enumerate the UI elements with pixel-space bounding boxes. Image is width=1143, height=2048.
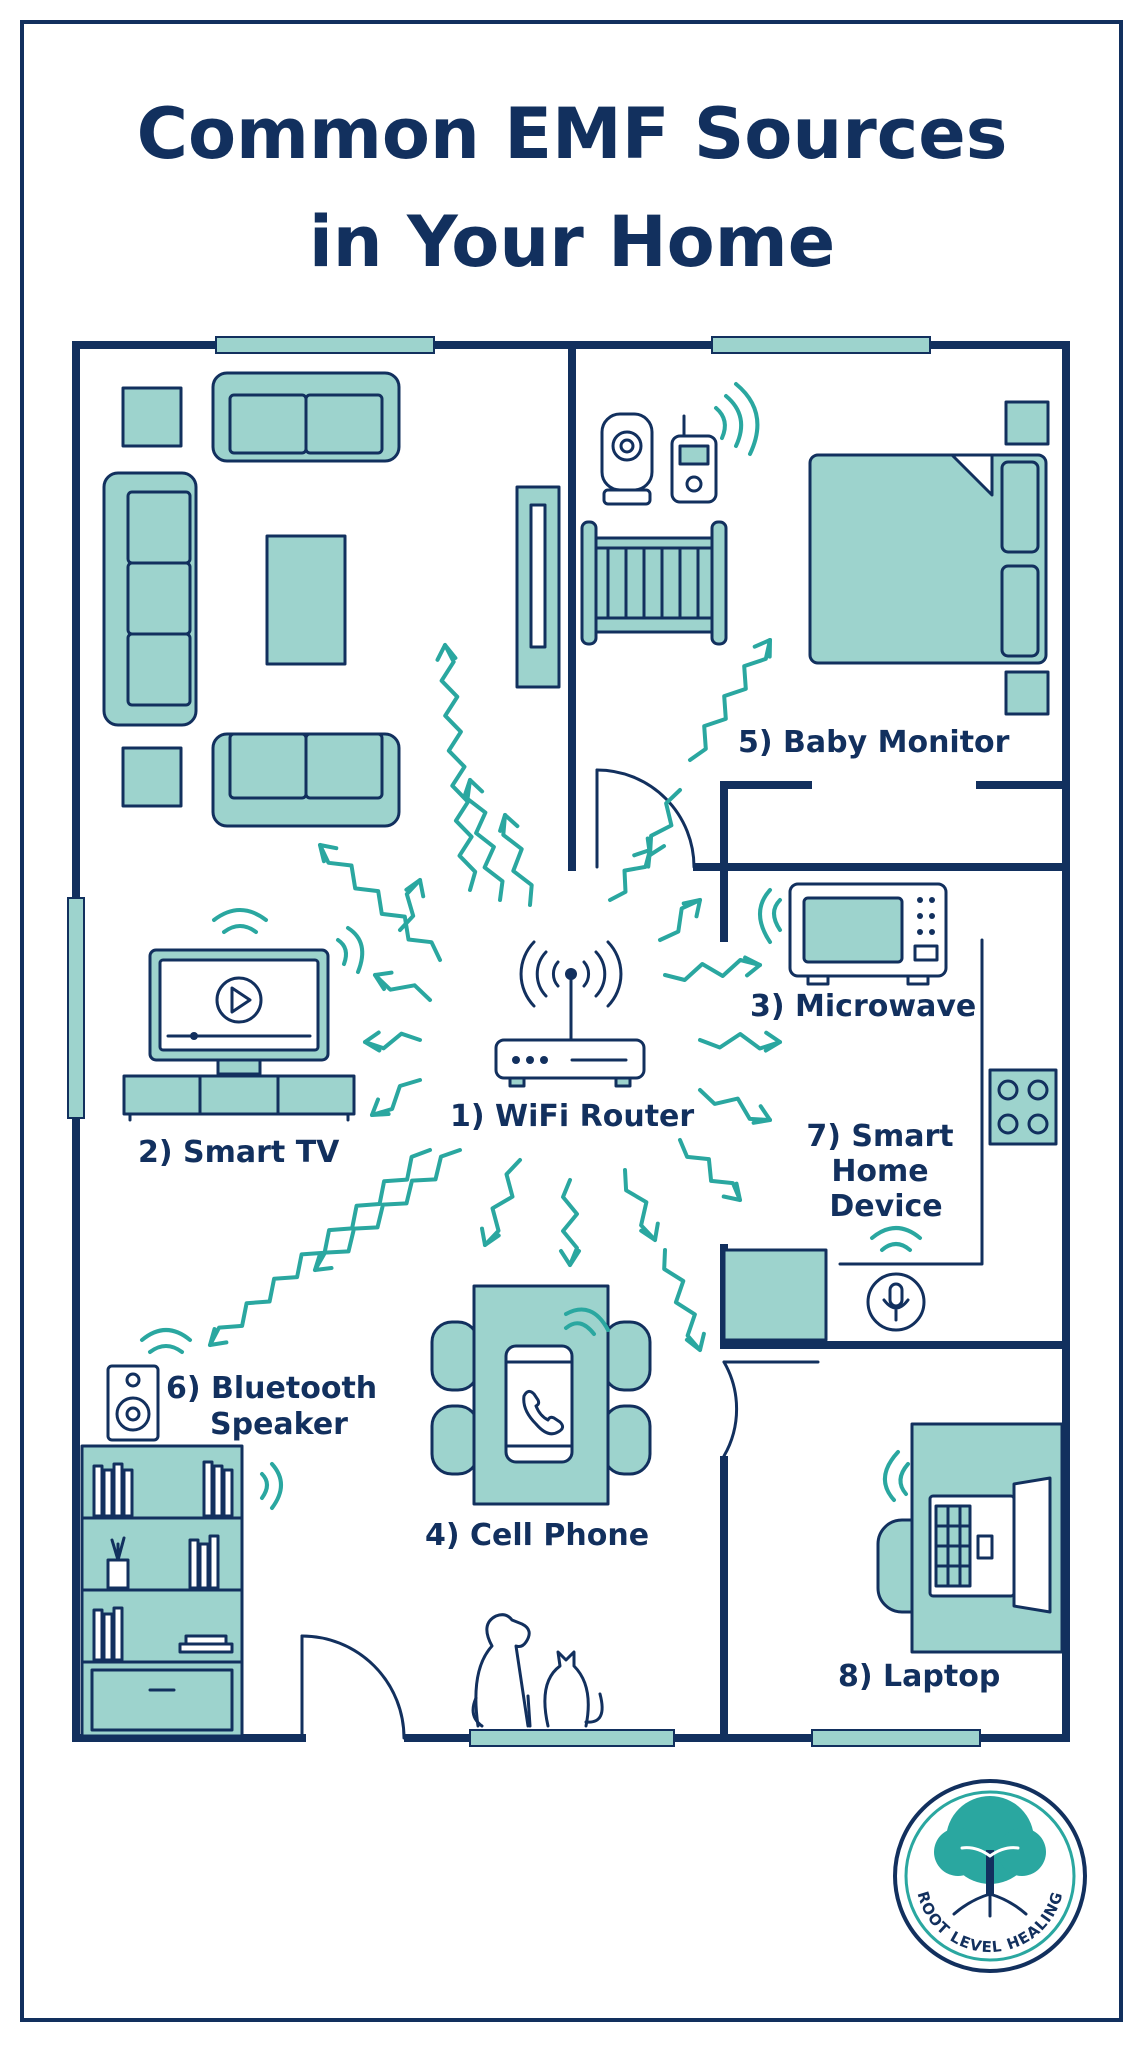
emf-wave-arrow — [208, 1148, 432, 1347]
emf-wave-arrowhead — [318, 843, 339, 864]
label-smart-tv: 2) Smart TV — [138, 1135, 340, 1170]
emf-wave-arrow — [698, 1088, 772, 1122]
bluetooth-speaker-icon — [106, 1364, 160, 1442]
emf-wave-arrow — [363, 1031, 422, 1051]
emf-wave-arrow — [439, 643, 478, 892]
emf-wave-arrowhead — [363, 1030, 382, 1053]
emf-wave-arrowhead — [721, 1181, 742, 1202]
emf-wave-arrowhead — [645, 836, 666, 857]
emf-wave-arrowhead — [370, 1097, 391, 1117]
emf-wave-arrowhead — [684, 1331, 706, 1352]
smart-tv-icon — [122, 948, 356, 1122]
emf-wave-arrow — [623, 1168, 657, 1242]
crib-icon — [580, 520, 728, 646]
emf-wave-arrow — [370, 1078, 422, 1117]
nightstand-bottom — [1004, 670, 1050, 716]
emf-wave-arrow — [318, 843, 442, 962]
emf-wave-arrow — [313, 1148, 462, 1272]
stovetop-icon — [988, 1068, 1058, 1146]
label-smart-home-line-3: Device — [829, 1189, 942, 1224]
outer-frame — [20, 20, 1123, 2022]
bed-icon — [808, 453, 1048, 665]
wall-tv-mount — [515, 485, 561, 689]
emf-wave-arrow — [648, 788, 682, 857]
label-baby-monitor: 5) Baby Monitor — [738, 725, 1010, 760]
smart-home-device-icon — [866, 1272, 926, 1332]
root-level-healing-logo: ROOT LEVEL HEALING — [893, 1779, 1087, 1973]
desk-laptop-icon — [876, 1422, 1064, 1654]
emf-wave-arrow — [561, 1178, 579, 1267]
sofa-left — [102, 471, 198, 727]
baby-monitor-icon — [600, 412, 718, 506]
emf-wave-arrow — [688, 638, 772, 762]
label-laptop: 8) Laptop — [838, 1659, 1000, 1694]
coffee-table — [265, 534, 347, 666]
emf-wave-arrowhead — [435, 643, 458, 662]
signal-waves — [140, 382, 922, 1510]
emf-wave-arrow — [465, 778, 505, 902]
kitchen-counter — [838, 938, 984, 1266]
emf-wave-arrowhead — [763, 1030, 782, 1053]
sofa-bottom — [211, 732, 401, 828]
emf-wave-arrow — [663, 958, 762, 982]
sofa-top — [211, 371, 401, 463]
emf-wave-arrowhead — [681, 898, 702, 919]
emf-wave-arrowhead — [498, 813, 520, 833]
nightstand-top — [1004, 400, 1050, 446]
side-table-top-left — [121, 386, 183, 448]
emf-wave-arrow — [483, 1158, 522, 1247]
kitchen-cabinet — [722, 1248, 828, 1342]
emf-wave-arrowhead — [313, 1252, 334, 1272]
emf-wave-arrow — [608, 848, 652, 902]
emf-wave-arrowhead — [639, 1221, 660, 1242]
emf-wave-arrowhead — [632, 848, 652, 869]
label-microwave: 3) Microwave — [750, 989, 976, 1024]
emf-wave-arrowhead — [743, 955, 762, 978]
emf-wave-arrowhead — [480, 1226, 501, 1247]
label-bluetooth-line-2: Speaker — [210, 1407, 348, 1442]
pets-dog-cat-icon — [471, 1613, 604, 1728]
title-line-1: Common EMF Sources — [137, 93, 1008, 175]
emf-wave-arrowhead — [752, 638, 772, 659]
label-smart-home-line-1: 7) Smart — [806, 1119, 953, 1154]
label-wifi-router: 1) WiFi Router — [450, 1099, 694, 1134]
emf-wave-arrowhead — [404, 878, 426, 899]
emf-wave-arrow — [678, 1138, 742, 1202]
label-cell-phone: 4) Cell Phone — [425, 1518, 649, 1553]
label-bluetooth-line-1: 6) Bluetooth — [166, 1371, 377, 1406]
emf-radiation-arrows — [208, 638, 782, 1352]
doors — [300, 768, 820, 1740]
emf-wave-arrowhead — [462, 778, 485, 798]
emf-wave-arrow — [698, 1032, 782, 1051]
title-line-2: in Your Home — [309, 201, 835, 283]
emf-wave-arrow — [658, 898, 702, 942]
emf-wave-arrowhead — [559, 1249, 581, 1267]
bookshelf-icon — [80, 1444, 244, 1738]
microwave-icon — [788, 882, 948, 986]
emf-wave-arrow — [662, 1248, 702, 1352]
emf-wave-arrow — [501, 813, 534, 907]
tree-of-life-icon — [934, 1796, 1046, 1918]
windows — [67, 336, 981, 1747]
label-smart-home-line-2: Home — [831, 1154, 928, 1189]
cell-phone-icon — [504, 1344, 574, 1464]
emf-wave-arrowhead — [751, 1104, 772, 1125]
side-table-bottom-left — [121, 746, 183, 808]
emf-wave-arrowhead — [208, 1327, 229, 1347]
wifi-router-icon — [494, 940, 646, 1088]
emf-wave-arrowhead — [373, 970, 394, 991]
emf-wave-arrow — [373, 973, 432, 1002]
